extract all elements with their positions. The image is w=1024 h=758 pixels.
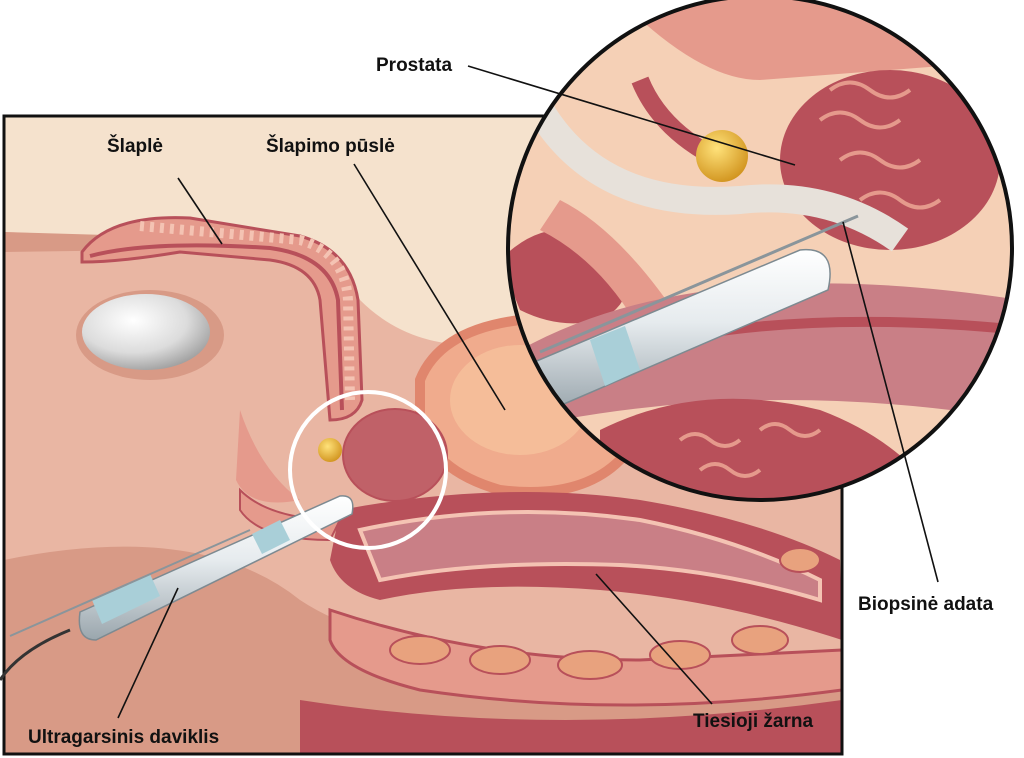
leader-probe: [117, 587, 179, 719]
label-bladder: Šlapimo pūslė: [266, 136, 395, 157]
ultrasound-probe: [0, 495, 354, 681]
leader-bladder: [353, 163, 506, 411]
label-urethra: Šlaplė: [107, 136, 163, 157]
magnified-view: [506, 0, 1014, 502]
callout-circle-small: [288, 390, 448, 550]
magnified-circle-border: [506, 0, 1014, 502]
prostate-small: [342, 408, 448, 502]
leader-rectum: [595, 573, 713, 705]
leader-lines: [117, 65, 939, 719]
label-ultrasound-probe: Ultragarsinis daviklis: [28, 727, 220, 748]
leader-prostate: [467, 65, 796, 166]
leader-urethra: [177, 177, 223, 245]
label-prostate: Prostata: [376, 55, 453, 76]
probe-magnified: [519, 214, 859, 413]
label-biopsy-needle: Biopsinė adata: [858, 594, 994, 615]
leader-needle: [842, 221, 939, 583]
label-rectum: Tiesioji žarna: [693, 711, 814, 732]
